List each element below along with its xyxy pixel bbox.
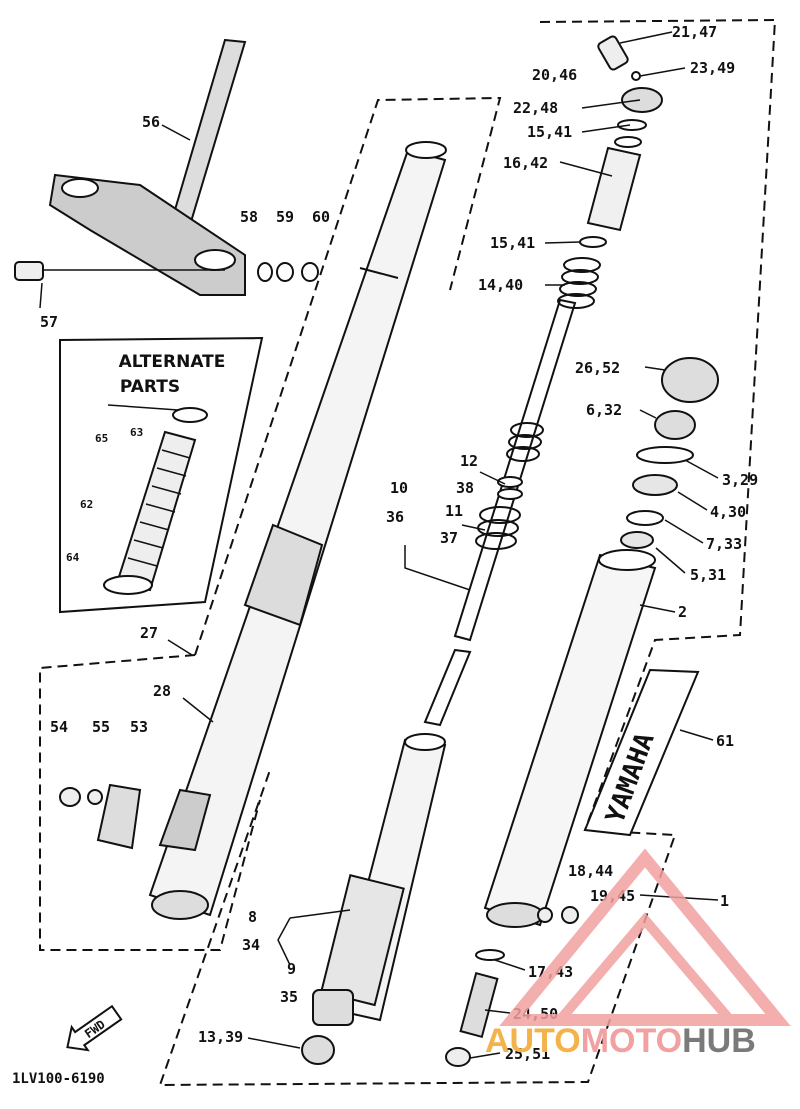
part-label: 7,33 bbox=[706, 535, 742, 553]
part-label: 2 bbox=[678, 603, 687, 621]
damper-rod-assembly bbox=[301, 257, 601, 1065]
watermark bbox=[499, 848, 791, 1026]
part-label: 9 bbox=[287, 960, 296, 978]
part-label: 35 bbox=[280, 988, 298, 1006]
steering-stem-assembly bbox=[14, 38, 319, 296]
part-label: 16,42 bbox=[503, 154, 548, 172]
part-label: 5,31 bbox=[690, 566, 726, 584]
part-label: 63 bbox=[130, 426, 143, 439]
inner-tube-group-boundary bbox=[194, 96, 502, 656]
part-label: 23,49 bbox=[690, 59, 735, 77]
part-label: 10 bbox=[390, 479, 408, 497]
diagram-code: 1LV100-6190 bbox=[12, 1071, 105, 1087]
alternate-title-line1: ALTERNATE bbox=[119, 352, 226, 372]
part-label: 18,44 bbox=[568, 862, 613, 880]
part-label: 65 bbox=[95, 432, 108, 445]
part-label: 53 bbox=[130, 718, 148, 736]
part-label: 22,48 bbox=[513, 99, 558, 117]
part-64-clamp bbox=[103, 575, 153, 595]
part-label: 37 bbox=[440, 529, 458, 547]
part-label: 34 bbox=[242, 936, 260, 954]
part-label: 3,29 bbox=[722, 471, 758, 489]
alternate-title-line2: PARTS bbox=[120, 377, 180, 397]
part-label: 25,51 bbox=[505, 1045, 550, 1063]
watermark-part2: MOTO bbox=[581, 1022, 682, 1060]
part-65-screw bbox=[107, 404, 179, 411]
part-label: 28 bbox=[153, 682, 171, 700]
forward-arrow-icon: FWD bbox=[66, 1004, 123, 1052]
part-label: 26,52 bbox=[575, 359, 620, 377]
part-label: 14,40 bbox=[478, 276, 523, 294]
part-label: 58 bbox=[240, 208, 258, 226]
part-label: 21,47 bbox=[672, 23, 717, 41]
lower-left-group-boundary bbox=[39, 654, 261, 951]
part-label: 38 bbox=[456, 479, 474, 497]
watermark-part1: AUTO bbox=[485, 1022, 581, 1060]
part-label: 15,41 bbox=[527, 123, 572, 141]
watermark-part3: HUB bbox=[682, 1022, 756, 1060]
part-label: 59 bbox=[276, 208, 294, 226]
part-label: 15,41 bbox=[490, 234, 535, 252]
alternate-parts-box: ALTERNATE PARTS bbox=[59, 336, 264, 614]
part-label: 54 bbox=[50, 718, 68, 736]
leader-lines bbox=[39, 31, 719, 1059]
part-label: 64 bbox=[66, 551, 80, 564]
part-label: 12 bbox=[460, 452, 478, 470]
inner-tube-part-27 bbox=[148, 141, 447, 920]
part-label: 11 bbox=[445, 502, 463, 520]
part-label: 1 bbox=[720, 892, 729, 910]
top-cap-parts bbox=[579, 35, 663, 248]
outer-tube-part-1 bbox=[445, 357, 719, 1067]
watermark-text: AUTOMOTOHUB bbox=[485, 1022, 756, 1060]
part-label: 57 bbox=[40, 313, 58, 331]
part-label: 27 bbox=[140, 624, 158, 642]
caliper-bracket-parts bbox=[59, 783, 142, 850]
part-62-fork-boot bbox=[116, 430, 197, 592]
part-label: 36 bbox=[386, 508, 404, 526]
part-label: 20,46 bbox=[532, 66, 577, 84]
part-label: 62 bbox=[80, 498, 93, 511]
part-label: 8 bbox=[248, 908, 257, 926]
part-label: 6,32 bbox=[586, 401, 622, 419]
part-label: 60 bbox=[312, 208, 330, 226]
part-label: 61 bbox=[716, 732, 734, 750]
part-label: 13,39 bbox=[198, 1028, 243, 1046]
part-label: 4,30 bbox=[710, 503, 746, 521]
part-label: 55 bbox=[92, 718, 110, 736]
part-label: 56 bbox=[142, 113, 160, 131]
part-number-labels: 21,47 23,49 20,46 22,48 15,41 16,42 15,4… bbox=[40, 23, 758, 1063]
part-63-ring bbox=[172, 407, 208, 423]
